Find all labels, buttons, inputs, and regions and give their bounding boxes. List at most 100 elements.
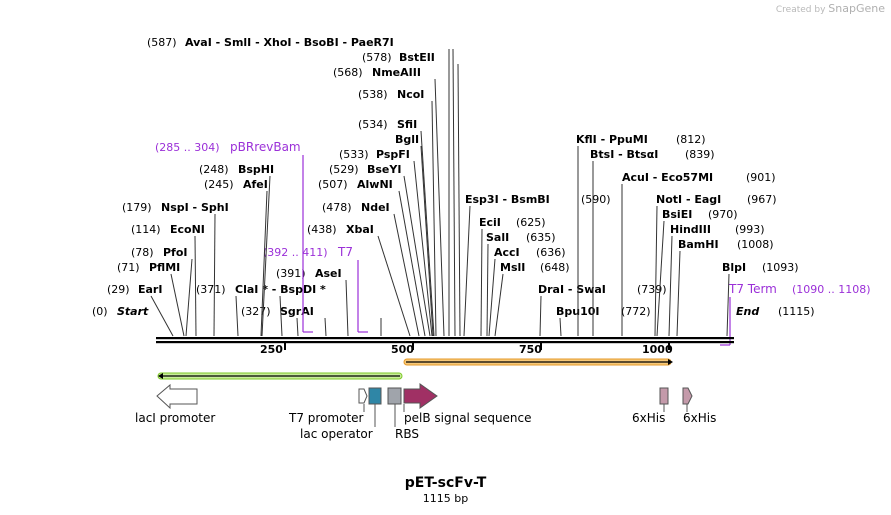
feature-his-2: 6xHis (683, 411, 716, 425)
enzyme-esp3i-bsmbi[interactable]: Esp3I - BsmBI (465, 193, 550, 206)
enzyme-acui-eco57mi[interactable]: AcuI - Eco57MI (622, 171, 713, 184)
features: lacI promoter T7 promoter lac operator R… (135, 383, 716, 441)
enzyme-pos-nmeaiii: (568) (333, 66, 363, 79)
primer-range-t7: (392 .. 411) (263, 246, 328, 259)
enzyme-pos-ncoi: (538) (358, 88, 388, 101)
enzyme-msli[interactable]: MslI (500, 261, 525, 274)
enzyme-pos-bsphi: (248) (199, 163, 229, 176)
enzyme-xbai[interactable]: XbaI (346, 223, 374, 236)
enzyme-bgli[interactable]: BglI (395, 133, 419, 146)
enzyme-pos-pspfi: (533) (339, 148, 369, 161)
snapgene-logo: SnapGene (828, 2, 885, 15)
enzyme-ndei[interactable]: NdeI (361, 201, 390, 214)
enzyme-nmeaiii[interactable]: NmeAIII (372, 66, 421, 79)
plasmid-length: 1115 bp (422, 492, 469, 505)
enzyme-sali[interactable]: SalI (486, 231, 509, 244)
primer-t7-term[interactable]: T7 Term (728, 282, 777, 296)
enzyme-asei[interactable]: AseI (315, 267, 342, 280)
feature-lac-operator: lac operator (300, 427, 373, 441)
tick-500: 500 (391, 343, 414, 356)
tick-1000: 1000 (642, 343, 673, 356)
enzyme-acci[interactable]: AccI (494, 246, 520, 259)
enzyme-drai-swai[interactable]: DraI - SwaI (538, 283, 606, 296)
enzyme-pos-msli: (648) (540, 261, 570, 274)
enzyme-pos-pfoi: (78) (131, 246, 154, 259)
feature-pelb: pelB signal sequence (404, 411, 532, 425)
feature-t7-promoter: T7 promoter (288, 411, 364, 425)
primer-t7[interactable]: T7 (337, 245, 353, 259)
feature-laci-promoter: lacI promoter (135, 411, 215, 425)
enzyme-pos-avai: (587) (147, 36, 177, 49)
enzyme-pos-btsi: (839) (685, 148, 715, 161)
enzyme-sfii[interactable]: SfiI (397, 118, 417, 131)
lac-operator-box[interactable] (368, 387, 382, 405)
cut-site-lines (150, 48, 730, 337)
laci-promoter-arrow[interactable] (156, 383, 198, 410)
enzyme-pflmi[interactable]: PflMI (149, 261, 180, 274)
strand-arrows (157, 358, 673, 380)
enzyme-nspi-sphi[interactable]: NspI - SphI (161, 201, 229, 214)
watermark: Created by SnapGene (776, 2, 885, 15)
enzyme-bsphi[interactable]: BspHI (238, 163, 274, 176)
primer-range-t7-term: (1090 .. 1108) (792, 283, 871, 296)
enzyme-btsi[interactable]: BtsI - BtsαI (590, 148, 658, 161)
enzyme-avai-group[interactable]: AvaI - SmlI - XhoI - BsoBI - PaeR7I (185, 36, 394, 49)
enzyme-bsiei[interactable]: BsiEI (662, 208, 692, 221)
enzyme-pos-xbai: (438) (307, 223, 337, 236)
enzyme-pos-sali: (635) (526, 231, 556, 244)
enzyme-bsteii[interactable]: BstEII (399, 51, 435, 64)
feature-rbs: RBS (395, 427, 419, 441)
enzyme-blpi[interactable]: BlpI (722, 261, 746, 274)
primer-pbrrevbam[interactable]: pBRrevBam (230, 140, 301, 154)
enzyme-pos-sfii: (534) (358, 118, 388, 131)
enzyme-pspfi[interactable]: PspFI (376, 148, 410, 161)
primer-markers (302, 155, 731, 346)
rbs-box[interactable] (387, 387, 402, 405)
ruler: 250 500 750 1000 (260, 341, 673, 356)
enzyme-pos-bsteii: (578) (362, 51, 392, 64)
enzyme-bamhi[interactable]: BamHI (678, 238, 719, 251)
enzyme-labels-left: (587) AvaI - SmlI - XhoI - BsoBI - PaeR7… (107, 36, 435, 318)
watermark-prefix: Created by (775, 5, 826, 15)
enzyme-pos-sgrai: (327) (241, 305, 271, 318)
enzyme-pos-nspi: (179) (122, 201, 152, 214)
enzyme-pfoi[interactable]: PfoI (163, 246, 188, 259)
enzyme-clai-bspdi[interactable]: ClaI * - BspDI * (235, 283, 326, 296)
enzyme-econi[interactable]: EcoNI (170, 223, 205, 236)
enzyme-pos-bseyi: (529) (329, 163, 359, 176)
end-position: (1115) (778, 305, 815, 318)
enzyme-pos-acci: (636) (536, 246, 566, 259)
enzyme-pos-alwni: (507) (318, 178, 348, 191)
enzyme-pos-afei: (245) (204, 178, 234, 191)
enzyme-pos-hindiii: (993) (735, 223, 765, 236)
his-tag-box-1[interactable] (659, 387, 669, 405)
enzyme-kfli-ppumi[interactable]: KflI - PpuMI (576, 133, 648, 146)
enzyme-pos-noti: (967) (747, 193, 777, 206)
enzyme-noti-eagi[interactable]: NotI - EagI (656, 193, 721, 206)
dna-backbone (156, 337, 734, 344)
enzyme-afei[interactable]: AfeI (243, 178, 268, 191)
his-tag-arrow-2[interactable] (682, 387, 693, 405)
enzyme-pos-blpi: (1093) (762, 261, 799, 274)
enzyme-sgrai[interactable]: SgrAI (280, 305, 314, 318)
enzyme-ecii[interactable]: EciI (479, 216, 501, 229)
enzyme-pos-ecii: (625) (516, 216, 546, 229)
enzyme-ncoi[interactable]: NcoI (397, 88, 424, 101)
enzyme-pos-bamhi: (1008) (737, 238, 774, 251)
enzyme-pos-739: (739) (637, 283, 667, 296)
pelb-arrow[interactable] (403, 383, 438, 409)
enzyme-pos-bsiei: (970) (708, 208, 738, 221)
primer-range-pbrrevbam: (285 .. 304) (155, 141, 220, 154)
enzyme-eari[interactable]: EarI (138, 283, 162, 296)
enzyme-pos-acui: (901) (746, 171, 776, 184)
tick-750: 750 (519, 343, 542, 356)
enzyme-bseyi[interactable]: BseYI (367, 163, 401, 176)
enzyme-hindiii[interactable]: HindIII (670, 223, 711, 236)
plasmid-name: pET-scFv-T (404, 475, 487, 491)
t7-promoter-arrow[interactable] (358, 388, 368, 404)
enzyme-labels-right: Esp3I - BsmBI (590) EciI (625) SalI (635… (465, 133, 799, 318)
enzyme-alwni[interactable]: AlwNI (357, 178, 393, 191)
enzyme-pos-clai: (371) (196, 283, 226, 296)
enzyme-pos-eari: (29) (107, 283, 130, 296)
